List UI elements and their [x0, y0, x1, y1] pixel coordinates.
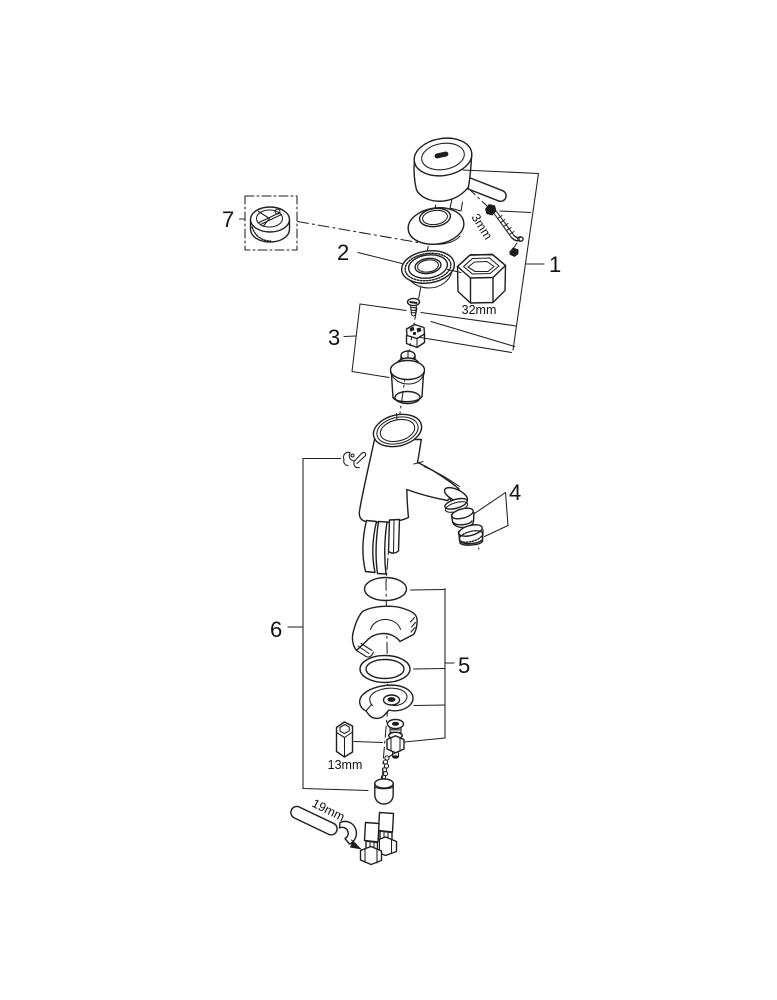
hex-key-size-label: 3mm [468, 211, 495, 242]
aerator-housing [457, 524, 484, 546]
callout-5: 5 [403, 587, 470, 743]
wrench-19mm: 19mm [290, 796, 362, 850]
callout-3-label: 3 [328, 325, 340, 350]
callout-6-label: 6 [270, 617, 282, 642]
hex-sleeve-size-label: 13mm [328, 758, 363, 772]
callout-4: 4 [473, 480, 521, 538]
part7-box: 7 [222, 195, 298, 251]
retaining-clip [342, 451, 367, 469]
aerator [444, 497, 484, 546]
hex-sleeve-13mm: 13mm [328, 721, 384, 772]
callout-2: 2 [337, 240, 462, 274]
o-ring [359, 654, 411, 684]
escutcheon-cap [407, 207, 465, 245]
faucet-body [358, 412, 469, 524]
cartridge-adapter [405, 323, 426, 349]
callout-2-label: 2 [337, 240, 349, 265]
base-gasket [351, 605, 418, 658]
callout-1: 1 [462, 169, 561, 351]
callout-3: 3 [328, 303, 518, 379]
hose-connectors [359, 811, 398, 866]
socket-size-label: 32mm [462, 303, 497, 317]
socket-32mm: 32mm [456, 253, 507, 317]
temperature-stop [249, 206, 291, 243]
chain-weight [374, 778, 394, 805]
supply-hoses [362, 518, 401, 575]
o-ring-thick [363, 576, 408, 602]
mounting-horseshoe [358, 684, 414, 720]
callout-1-label: 1 [549, 252, 561, 277]
set-screw [406, 297, 421, 317]
mounting-stud [386, 718, 405, 759]
callout-5-label: 5 [458, 653, 470, 678]
handle-lever [413, 137, 507, 212]
cartridge [389, 350, 426, 405]
retaining-ring [400, 250, 456, 289]
callout-7-label: 7 [222, 207, 234, 232]
callout-6: 6 [270, 457, 369, 792]
callout-4-label: 4 [509, 480, 521, 505]
aerator-insert [450, 507, 475, 529]
